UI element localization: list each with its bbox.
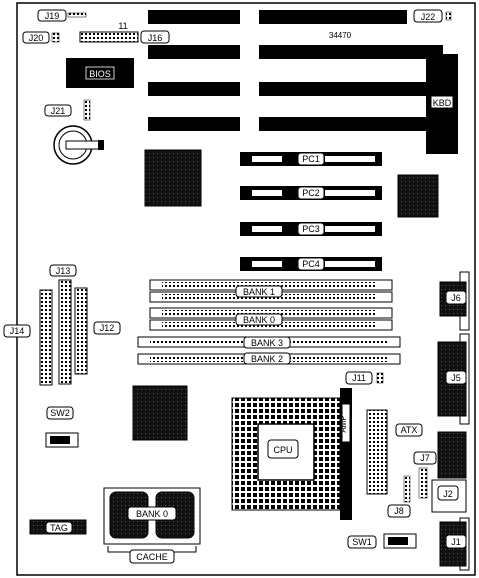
header-j14-pins	[39, 289, 53, 386]
j2-label: J2	[443, 489, 453, 499]
cpu-socket: CPU AMP	[231, 388, 352, 520]
cache-bank0-label: BANK 0	[136, 509, 168, 519]
j11-label: J11	[352, 373, 366, 383]
jumper-j21: J21	[44, 99, 91, 121]
dip-switch-sw1: SW1	[347, 533, 417, 549]
chipset-chip-1	[144, 149, 202, 207]
dip-switch-sw2: SW2	[45, 406, 79, 448]
pci-slot-pc4: PC4	[240, 257, 382, 271]
sw1-label: SW1	[352, 537, 372, 547]
header-j13-pins	[58, 279, 72, 385]
j8-label: J8	[394, 506, 404, 516]
j16-label: J16	[148, 33, 163, 43]
cache-bank-0: BANK 0 CACHE	[103, 487, 201, 564]
isa-slots	[148, 10, 443, 131]
jumper-j7: J7	[413, 451, 437, 499]
port-j1: J1	[439, 517, 470, 571]
jumper-j13: J13	[49, 264, 77, 277]
pc2-label: PC2	[302, 188, 320, 198]
pc4-label: PC4	[302, 259, 320, 269]
j19-label: J19	[45, 11, 60, 21]
j16-pin-number: 11	[118, 21, 127, 31]
jumper-j14: J14	[3, 324, 31, 338]
simm-bank-3: BANK 3	[137, 336, 401, 349]
pci-slot-pc1: PC1	[240, 152, 382, 166]
j5-label: J5	[451, 373, 461, 383]
j1-label: J1	[451, 537, 461, 547]
jumper-j19: J19	[37, 9, 87, 22]
j6-label: J6	[451, 293, 461, 303]
simm-bank-1: BANK 1	[149, 279, 393, 303]
cpu-label: CPU	[273, 445, 292, 455]
j21-label: J21	[51, 106, 66, 116]
port-j5: J5	[437, 333, 470, 425]
chipset-chip-3	[132, 385, 188, 441]
tag-label: TAG	[50, 523, 68, 533]
bank0-label: BANK 0	[243, 315, 275, 325]
header-j12-pins	[74, 287, 88, 375]
j14-label: J14	[10, 326, 25, 336]
cache-label: CACHE	[136, 552, 168, 562]
jumper-j12: J12	[93, 321, 121, 335]
bank3-label: BANK 3	[251, 338, 283, 348]
bios-label: BIOS	[89, 69, 111, 79]
pc3-label: PC3	[302, 224, 320, 234]
board-part-number: 34470	[329, 31, 352, 40]
simm-bank-0: BANK 0	[149, 307, 393, 331]
j13-label: J13	[56, 266, 71, 276]
j7-label: J7	[420, 453, 430, 463]
kbd-label: KBD	[433, 98, 452, 108]
jumper-j8: J8	[387, 475, 411, 518]
chipset-chip-2	[397, 174, 439, 218]
battery-icon	[53, 125, 104, 165]
atx-label: ATX	[401, 425, 418, 435]
tag-ram: TAG	[29, 519, 87, 535]
jumper-j22: J22	[413, 9, 452, 23]
keyboard-connector: KBD	[426, 54, 458, 154]
sw2-label: SW2	[50, 408, 70, 418]
j20-label: J20	[29, 33, 44, 43]
port-j2: J2	[431, 431, 467, 513]
jumper-j11: J11	[345, 371, 384, 385]
header-j16: J16	[79, 30, 170, 44]
port-j6: J6	[439, 271, 470, 331]
atx-power-connector: ATX	[366, 409, 423, 495]
pci-slot-pc2: PC2	[240, 186, 382, 200]
bank1-label: BANK 1	[243, 287, 275, 297]
j22-label: J22	[421, 12, 436, 22]
bank2-label: BANK 2	[251, 354, 283, 364]
pci-slot-pc3: PC3	[240, 222, 382, 236]
jumper-j20: J20	[22, 31, 60, 44]
amp-label: AMP	[339, 415, 348, 432]
simm-bank-2: BANK 2	[137, 352, 401, 365]
j12-label: J12	[100, 323, 115, 333]
pc1-label: PC1	[302, 154, 320, 164]
bios-chip: BIOS	[66, 58, 134, 88]
